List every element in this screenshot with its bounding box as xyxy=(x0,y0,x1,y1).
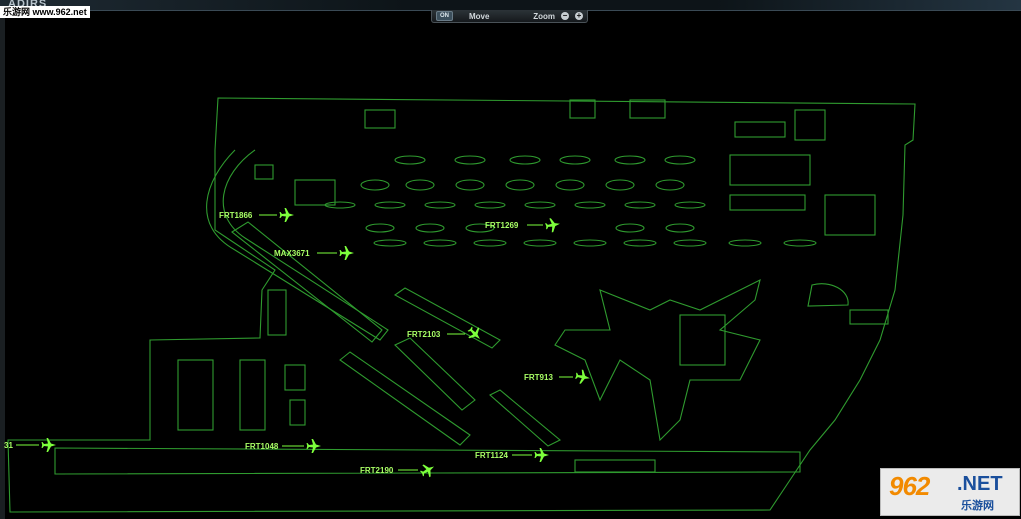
flight-label: FRT1269 xyxy=(485,221,519,230)
plane-icon xyxy=(306,439,321,453)
aircraft-FRT1124[interactable]: FRT1124 xyxy=(475,448,549,462)
runway-diagonal-1 xyxy=(339,351,471,446)
flight-label: FRT2103 xyxy=(407,330,441,339)
aircraft-FRT1048[interactable]: FRT1048 xyxy=(245,439,321,453)
watermark-number: 962 xyxy=(889,471,930,501)
zoom-in-button[interactable]: + xyxy=(575,11,583,20)
aircraft-MAX3671[interactable]: MAX3671 xyxy=(274,246,354,260)
flight-label: 31 xyxy=(4,441,13,450)
aircraft-layer: FRT1866 FRT1269 MAX3671 FRT2103 xyxy=(4,208,591,479)
flight-label: FRT913 xyxy=(524,373,553,382)
map-toolbar: ON Move Zoom − + xyxy=(431,10,588,23)
plane-icon xyxy=(339,246,354,260)
flight-label: FRT1866 xyxy=(219,211,253,220)
runway-diagonal-3 xyxy=(394,337,476,411)
watermark-cn: 乐游网 xyxy=(961,500,994,512)
move-button[interactable]: Move xyxy=(469,11,490,21)
watermark-net: .NET xyxy=(957,473,1003,495)
plane-icon xyxy=(420,464,435,478)
on-toggle-button[interactable]: ON xyxy=(436,11,453,21)
zoom-out-button[interactable]: − xyxy=(561,11,569,20)
stand-row-2 xyxy=(360,179,685,191)
flight-label: MAX3671 xyxy=(274,249,310,258)
runway-south xyxy=(54,447,801,475)
stand-row-5 xyxy=(373,239,817,247)
plane-icon xyxy=(279,208,294,222)
airport-outline xyxy=(7,97,916,513)
runway-north-west xyxy=(231,221,383,343)
apron-south-east xyxy=(574,459,656,473)
plane-icon xyxy=(534,448,549,462)
stand-row-4 xyxy=(365,223,695,233)
watermark-bottom-right: 962 .NET 乐游网 xyxy=(880,468,1020,516)
aircraft-FRT913[interactable]: FRT913 xyxy=(524,369,591,385)
apron-ne xyxy=(807,283,849,307)
aircraft-FRT2103[interactable]: FRT2103 xyxy=(407,324,485,344)
taxiway-curve xyxy=(206,149,389,341)
runway-diagonal-4 xyxy=(489,389,561,447)
plane-icon xyxy=(41,438,56,452)
runway-diagonal-2 xyxy=(393,287,501,349)
terminal-buildings xyxy=(177,99,889,431)
plane-icon xyxy=(467,326,480,339)
aircraft-edge[interactable]: 31 xyxy=(4,438,56,452)
plane-icon xyxy=(575,369,590,384)
window-left-frame xyxy=(0,10,5,519)
airport-boundary xyxy=(7,97,916,513)
app-logo: ADIRS xyxy=(8,0,48,10)
flight-label: FRT1124 xyxy=(475,451,508,460)
flight-label: FRT2190 xyxy=(360,466,394,475)
plane-icon xyxy=(545,218,560,233)
apron-central xyxy=(554,278,761,442)
watermark-top-left: 乐游网 www.962.net xyxy=(0,6,90,18)
aircraft-FRT2190[interactable]: FRT2190 xyxy=(360,460,438,479)
flight-label: FRT1048 xyxy=(245,442,279,451)
stand-row-3 xyxy=(324,201,706,209)
stand-row-1 xyxy=(394,155,696,165)
zoom-label: Zoom xyxy=(533,11,555,21)
aircraft-FRT1269[interactable]: FRT1269 xyxy=(485,217,561,233)
aircraft-FRT1866[interactable]: FRT1866 xyxy=(219,208,294,222)
